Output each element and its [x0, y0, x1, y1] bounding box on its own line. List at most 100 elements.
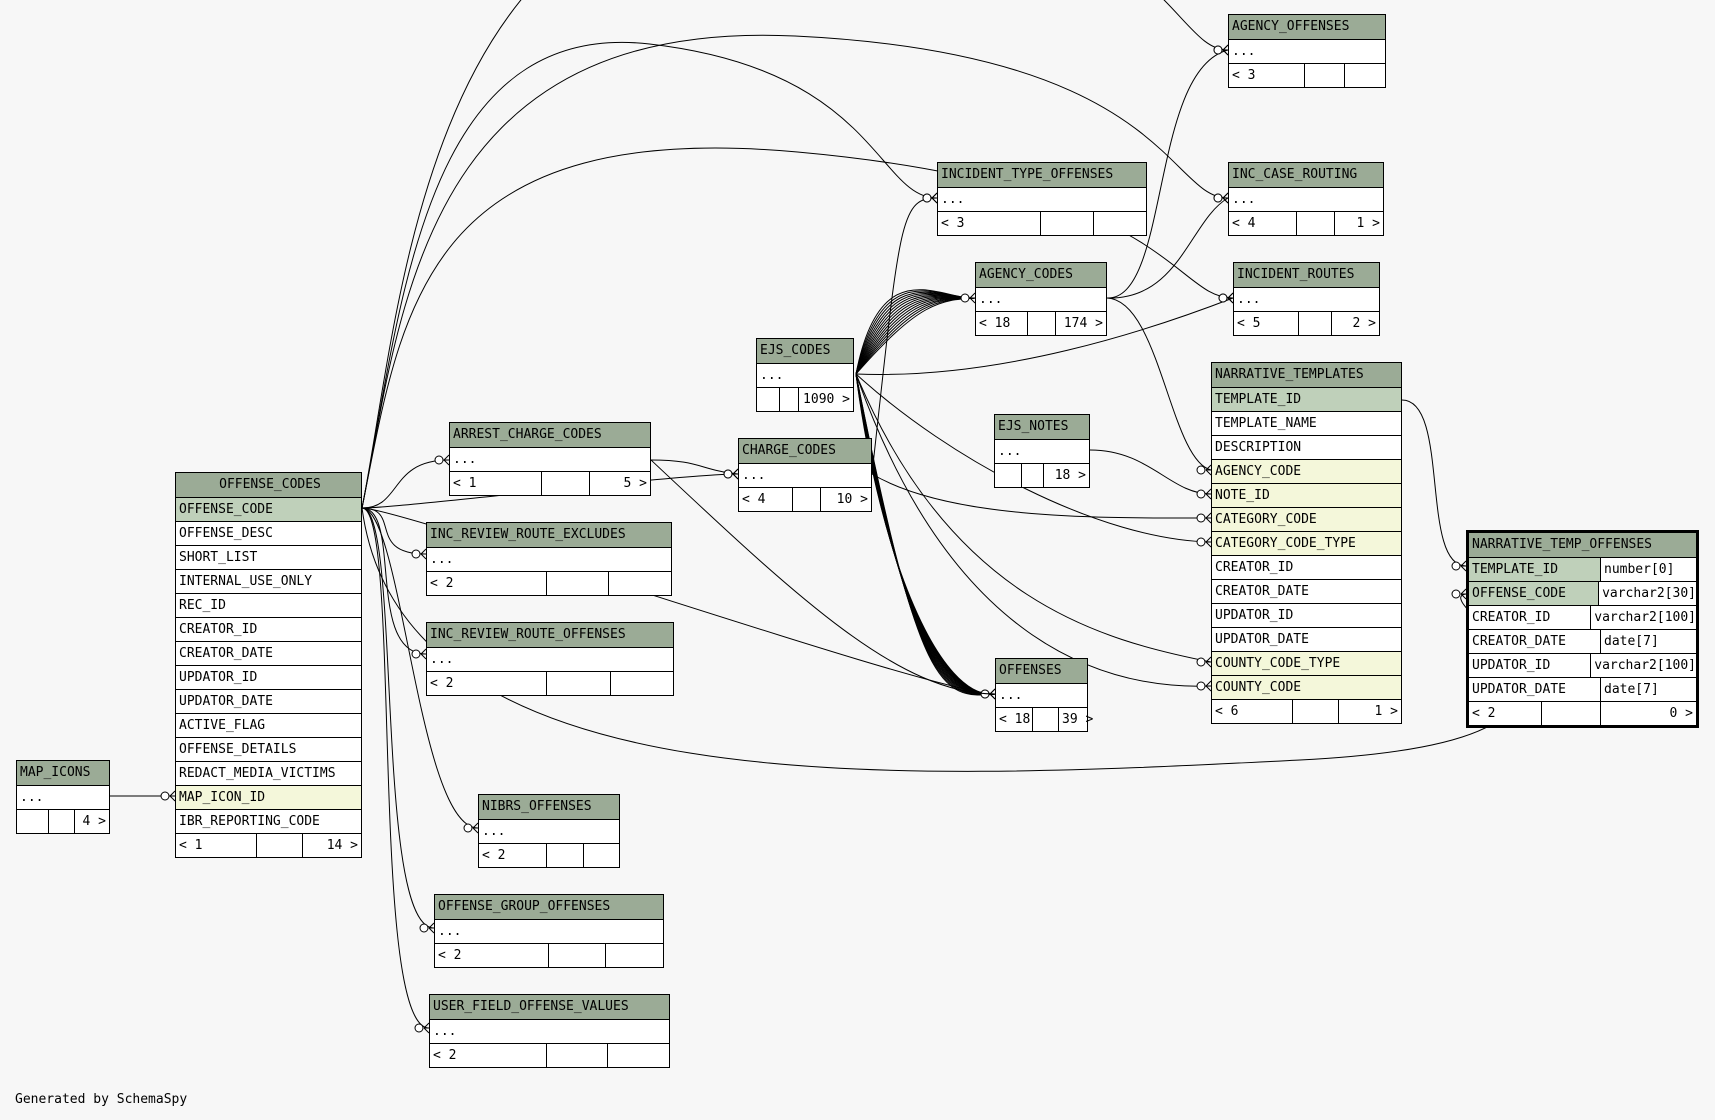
table-name[interactable]: INC_CASE_ROUTING [1229, 163, 1383, 187]
table-row[interactable]: CATEGORY_CODE [1212, 507, 1401, 531]
table-name[interactable]: INC_REVIEW_ROUTE_OFFENSES [427, 623, 673, 647]
table-row[interactable]: TEMPLATE_NAME [1212, 411, 1401, 435]
table-row[interactable]: UPDATOR_DATE [1212, 627, 1401, 651]
child-count [1344, 64, 1385, 87]
parent-count: < 1 [453, 476, 477, 491]
ellipsis-text: ... [742, 468, 766, 483]
table-name[interactable]: INC_REVIEW_ROUTE_EXCLUDES [427, 523, 671, 547]
child-count: 18 > [1043, 464, 1089, 487]
table-name[interactable]: OFFENSES [996, 659, 1087, 683]
column-type: varchar2[100] [1590, 606, 1696, 629]
table-row[interactable]: OFFENSE_CODE [176, 497, 361, 521]
table-row[interactable]: IBR_REPORTING_CODE [176, 809, 361, 833]
relationship-line [855, 373, 996, 696]
table-row[interactable]: OFFENSE_DETAILS [176, 737, 361, 761]
table-row[interactable]: OFFENSE_DESC [176, 521, 361, 545]
table-name[interactable]: AGENCY_OFFENSES [1229, 15, 1385, 39]
ellipsis-text: ... [1237, 292, 1261, 307]
relationship-line [855, 373, 996, 695]
table-row[interactable]: MAP_ICON_ID [176, 785, 361, 809]
table-name[interactable]: EJS_NOTES [995, 415, 1089, 439]
table-row[interactable]: INTERNAL_USE_ONLY [176, 569, 361, 593]
table-ejs-codes[interactable]: EJS_CODES...1090 > [756, 338, 854, 412]
table-row[interactable]: ACTIVE_FLAG [176, 713, 361, 737]
child-count: 0 > [1600, 702, 1696, 725]
footer-spacer [778, 388, 799, 411]
table-inc-review-route-offenses[interactable]: INC_REVIEW_ROUTE_OFFENSES...< 2 [426, 622, 674, 696]
table-row[interactable]: AGENCY_CODE [1212, 459, 1401, 483]
table-row[interactable]: SHORT_LIST [176, 545, 361, 569]
child-count [609, 672, 674, 695]
column-name: ACTIVE_FLAG [179, 718, 266, 733]
ellipsis-text: ... [433, 1024, 457, 1039]
parent-count: < 18 [979, 316, 1011, 331]
table-name[interactable]: MAP_ICONS [17, 761, 109, 785]
table-map-icons[interactable]: MAP_ICONS...4 > [16, 760, 110, 834]
table-name[interactable]: INCIDENT_TYPE_OFFENSES [938, 163, 1146, 187]
table-incident-type-offenses[interactable]: INCIDENT_TYPE_OFFENSES...< 3 [937, 162, 1147, 236]
table-name[interactable]: INCIDENT_ROUTES [1234, 263, 1379, 287]
table-nibrs-offenses[interactable]: NIBRS_OFFENSES...< 2 [478, 794, 620, 868]
table-name[interactable]: NIBRS_OFFENSES [479, 795, 619, 819]
column-type: varchar2[30] [1598, 582, 1696, 605]
ellipsis-text: ... [20, 790, 44, 805]
crowfoot-marker [419, 922, 435, 934]
table-name[interactable]: EJS_CODES [757, 339, 853, 363]
table-footer: < 2 [427, 671, 673, 695]
parent-count: < 1 [179, 838, 203, 853]
table-row[interactable]: UPDATOR_ID [1212, 603, 1401, 627]
table-name[interactable]: OFFENSE_GROUP_OFFENSES [435, 895, 663, 919]
table-row[interactable]: CREATOR_ID [1212, 555, 1401, 579]
table-offense-group-offenses[interactable]: OFFENSE_GROUP_OFFENSES... < 2 [434, 894, 664, 968]
columns-ellipsis: ... [17, 785, 109, 809]
table-row[interactable]: REC_ID [176, 593, 361, 617]
table-row[interactable]: DESCRIPTION [1212, 435, 1401, 459]
table-name[interactable]: USER_FIELD_OFFENSE_VALUES [430, 995, 669, 1019]
table-row[interactable]: CREATOR_ID [176, 617, 361, 641]
footer-spacer [546, 672, 610, 695]
table-row[interactable]: CREATOR_DATE [1212, 579, 1401, 603]
parent-count: < 2 [438, 948, 462, 963]
table-row[interactable]: NOTE_ID [1212, 483, 1401, 507]
generated-by-credit: Generated by SchemaSpy [15, 1092, 188, 1107]
table-agency-offenses[interactable]: AGENCY_OFFENSES...< 3 [1228, 14, 1386, 88]
table-row[interactable]: UPDATOR_ID [176, 665, 361, 689]
crowfoot-marker [922, 192, 938, 204]
table-ejs-notes[interactable]: EJS_NOTES...18 > [994, 414, 1090, 488]
parent-count: < 2 [430, 576, 454, 591]
relationship-line [855, 373, 996, 695]
table-name[interactable]: NARRATIVE_TEMPLATES [1212, 363, 1401, 387]
table-row[interactable]: UPDATOR_DATE [176, 689, 361, 713]
table-row[interactable]: COUNTY_CODE_TYPE [1212, 651, 1401, 675]
table-name[interactable]: AGENCY_CODES [976, 263, 1106, 287]
table-inc-review-route-excludes[interactable]: INC_REVIEW_ROUTE_EXCLUDES...< 2 [426, 522, 672, 596]
table-row[interactable]: TEMPLATE_ID [1212, 387, 1401, 411]
table-row[interactable]: CREATOR_DATE [176, 641, 361, 665]
table-name[interactable]: CHARGE_CODES [739, 439, 871, 463]
table-user-field-offense-values[interactable]: USER_FIELD_OFFENSE_VALUES...< 2 [429, 994, 670, 1068]
ellipsis-text: ... [438, 924, 462, 939]
table-name[interactable]: ARREST_CHARGE_CODES [450, 423, 650, 447]
table-row[interactable]: COUNTY_CODE [1212, 675, 1401, 699]
table-row[interactable]: REDACT_MEDIA_VICTIMS [176, 761, 361, 785]
table-row[interactable]: CATEGORY_CODE_TYPE [1212, 531, 1401, 555]
table-name[interactable]: NARRATIVE_TEMP_OFFENSES [1469, 533, 1696, 557]
table-name[interactable]: OFFENSE_CODES [176, 473, 361, 497]
parent-count: < 4 [742, 492, 766, 507]
